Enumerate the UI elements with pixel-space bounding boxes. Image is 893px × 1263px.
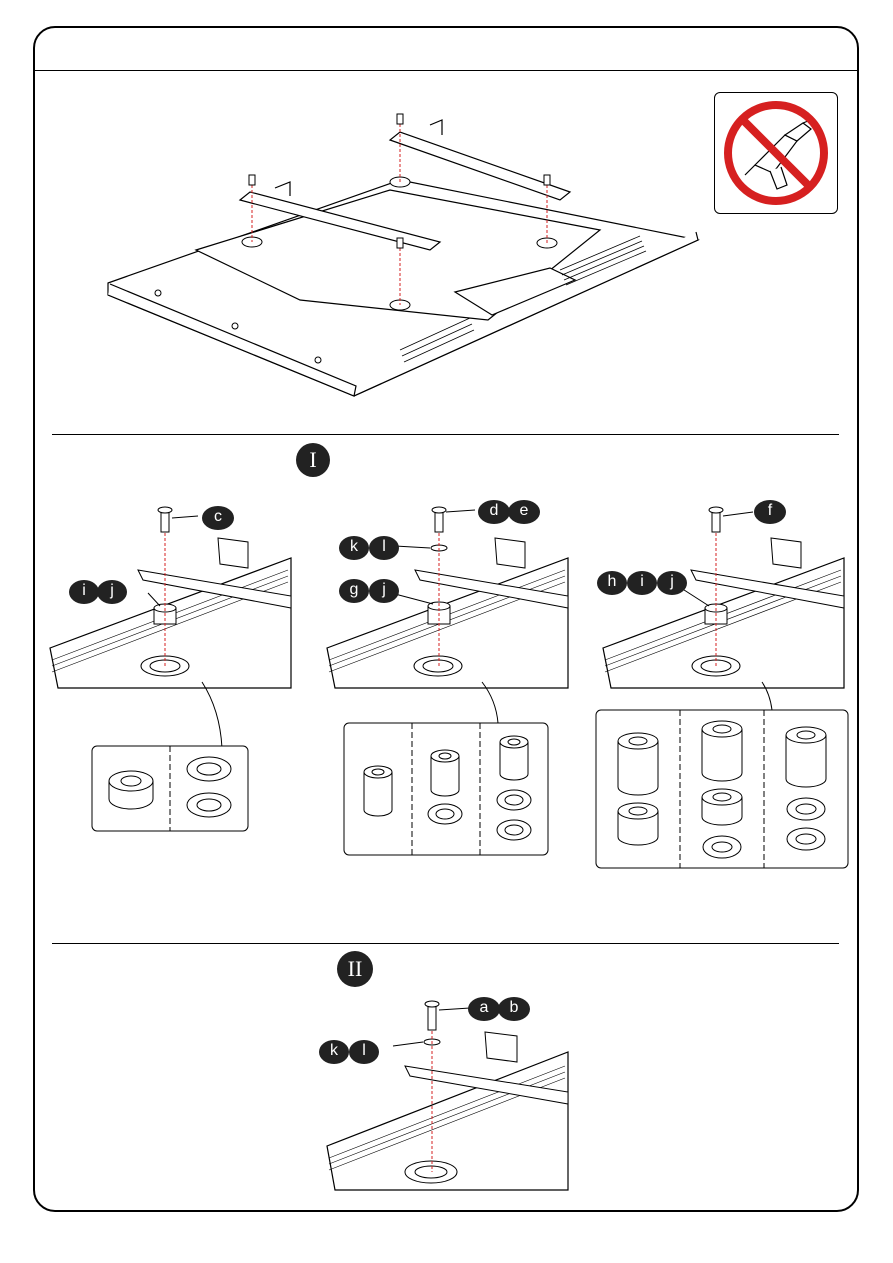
callout-label: j bbox=[97, 582, 127, 600]
callout-label: c bbox=[200, 508, 236, 526]
leader-line bbox=[760, 680, 780, 712]
leader-line bbox=[480, 680, 510, 725]
callout-label: d bbox=[477, 502, 511, 520]
callout-label: j bbox=[656, 573, 688, 591]
s1-right-spacer-callout: h i j bbox=[596, 570, 690, 601]
s1-left-parts-box bbox=[91, 745, 249, 832]
step2-detail bbox=[325, 996, 570, 1194]
s1-left-spacer-callout: i j bbox=[68, 579, 130, 610]
callout-label: k bbox=[338, 538, 370, 556]
callout-label: i bbox=[68, 582, 100, 600]
callout-label: e bbox=[507, 502, 541, 520]
section-divider-1 bbox=[52, 434, 839, 435]
callout-label: g bbox=[338, 581, 370, 599]
header-divider bbox=[33, 70, 859, 71]
s1-right-parts-box bbox=[595, 709, 849, 869]
callout-label: h bbox=[596, 573, 628, 591]
no-power-drill-icon bbox=[715, 93, 837, 213]
callout-label: a bbox=[467, 999, 501, 1017]
callout-label: j bbox=[368, 581, 400, 599]
tv-back-overview-drawing bbox=[100, 100, 710, 410]
s1-left-screw-callout: c bbox=[200, 505, 240, 536]
callout-label: k bbox=[318, 1042, 350, 1060]
s1-mid-screw-callout: d e bbox=[477, 499, 543, 530]
s1-mid-spacer-callout: g j bbox=[338, 578, 402, 609]
s1-mid-washer-callout: k l bbox=[338, 535, 402, 566]
step-1-badge: I bbox=[296, 443, 330, 477]
callout-label: l bbox=[348, 1042, 380, 1060]
s1-right-screw-callout: f bbox=[752, 499, 790, 530]
callout-label: i bbox=[626, 573, 658, 591]
s2-screw-callout: a b bbox=[467, 996, 533, 1027]
callout-label: f bbox=[752, 502, 788, 520]
step-2-badge: II bbox=[337, 951, 373, 987]
no-power-drill-panel bbox=[714, 92, 838, 214]
s2-washer-callout: k l bbox=[318, 1039, 382, 1070]
s1-mid-parts-box bbox=[343, 722, 549, 856]
section-divider-2 bbox=[52, 943, 839, 944]
callout-label: l bbox=[368, 538, 400, 556]
leader-line bbox=[200, 680, 230, 750]
callout-label: b bbox=[497, 999, 531, 1017]
